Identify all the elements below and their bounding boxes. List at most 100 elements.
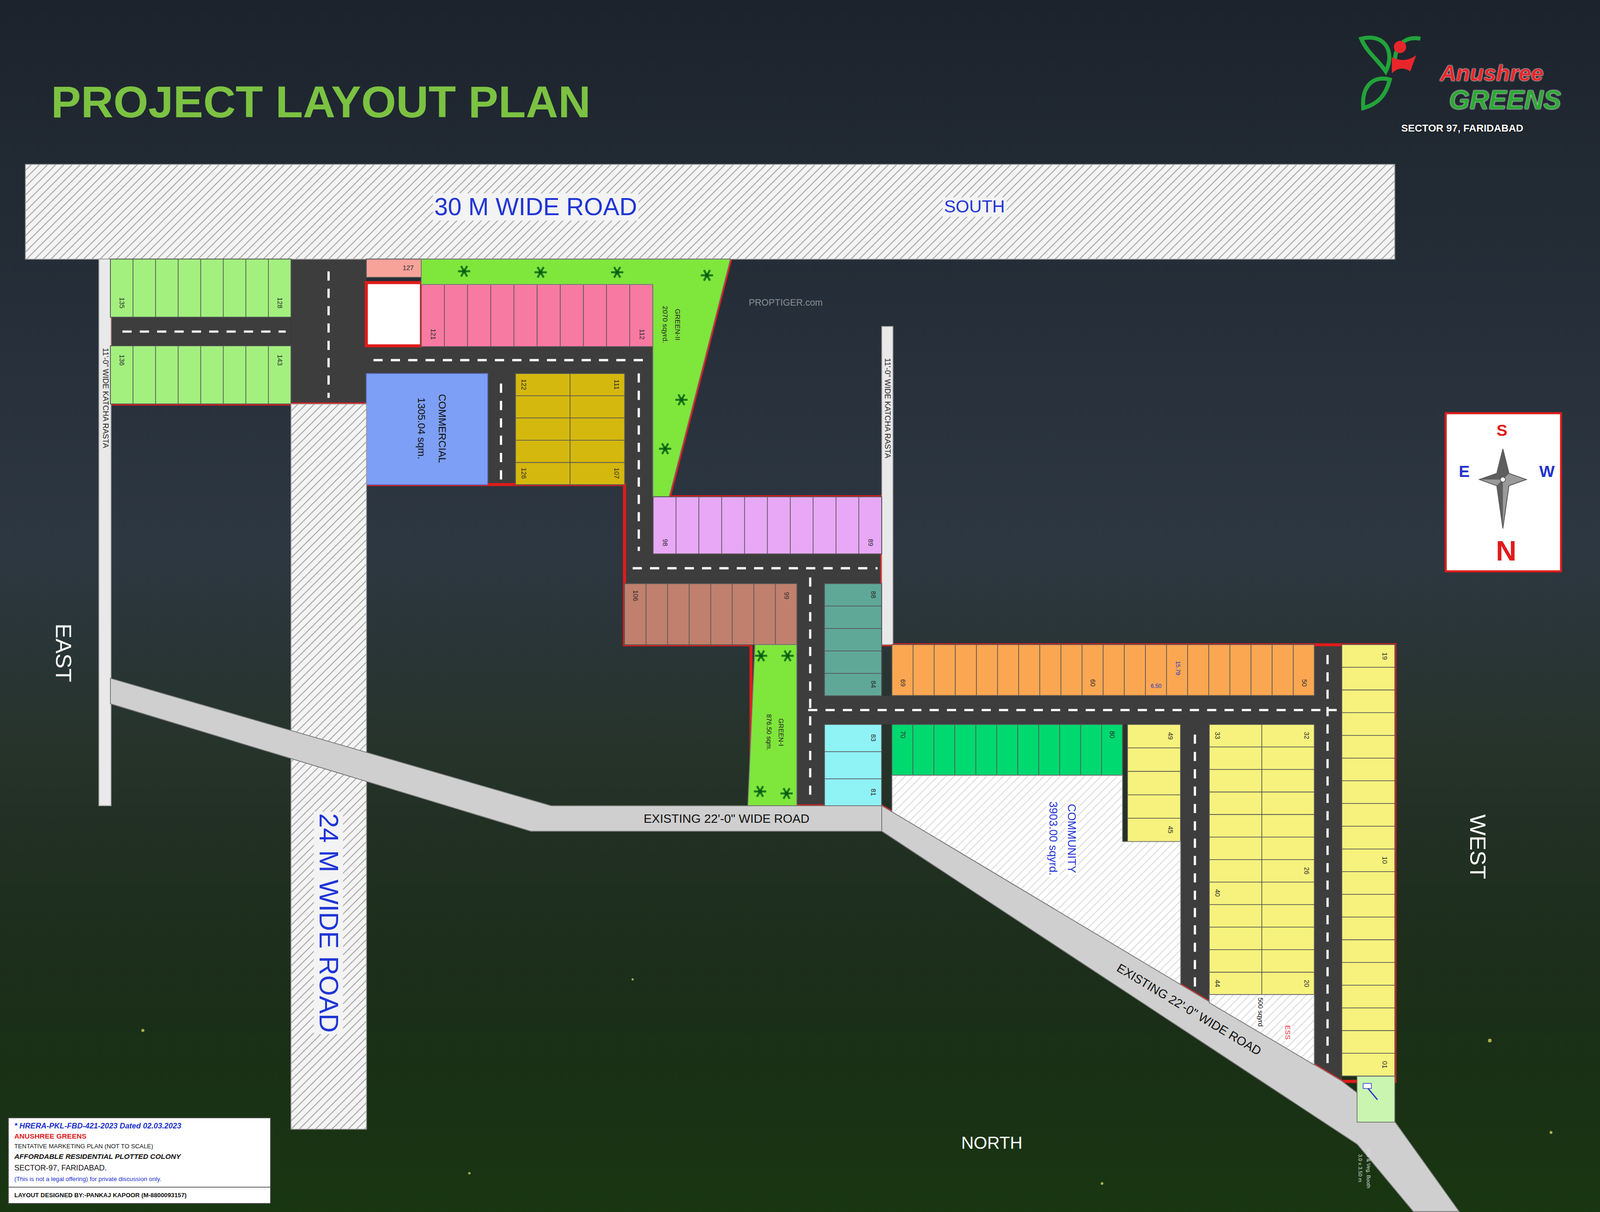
plot-number: 70 — [898, 731, 907, 739]
plot-block: 191001 — [1341, 644, 1395, 1077]
tree-symbol — [784, 792, 789, 796]
shape-outline — [1357, 1076, 1395, 1123]
area-label: 2070 sqyrd. — [661, 305, 670, 344]
plot-divider — [1341, 757, 1395, 759]
shape-outline — [1341, 644, 1395, 1077]
plot-divider — [606, 284, 608, 347]
plot-divider — [753, 583, 755, 646]
plot-divider — [954, 644, 956, 696]
separator-line — [8, 1187, 271, 1188]
plot-divider — [1292, 644, 1294, 696]
node-shape — [515, 373, 625, 485]
plot-divider — [200, 259, 201, 318]
node-shape — [366, 373, 488, 485]
shape-outline — [110, 259, 291, 318]
plot-divider — [933, 644, 935, 696]
plot-divider — [1341, 962, 1395, 964]
plot-divider — [824, 778, 882, 780]
plot-divider — [1341, 712, 1395, 714]
road-label: 11'-0" WIDE KATCHA RASTA — [883, 357, 892, 459]
plot-divider — [1127, 770, 1181, 772]
plot-divider — [1341, 1030, 1395, 1032]
plot-divider — [824, 672, 882, 674]
plot-divider — [569, 373, 571, 485]
plot-divider — [1341, 848, 1395, 850]
plot-divider — [1341, 1007, 1395, 1009]
plot-number: 44 — [1213, 980, 1221, 988]
plot-number: 107 — [612, 467, 620, 479]
plot-divider — [824, 628, 882, 630]
booth-box: Milk & Veg. Booth3.0 x 3.50 m — [1357, 1076, 1395, 1123]
plot-divider — [467, 284, 469, 347]
plot-number: 80 — [1108, 731, 1116, 739]
plot-divider — [1127, 794, 1181, 796]
plot-block: 10699 — [624, 583, 797, 646]
compass-letter: W — [1539, 462, 1555, 481]
area-label: GREEN-II — [673, 308, 682, 341]
plot-divider — [1341, 781, 1395, 782]
plot-divider — [812, 496, 814, 555]
shape-outline — [25, 164, 1395, 260]
plot-number: 88 — [869, 591, 877, 599]
plot-divider — [1059, 724, 1061, 776]
node-shape — [110, 345, 291, 405]
plot-divider — [732, 583, 734, 646]
plot-divider — [629, 284, 631, 347]
plot-divider — [155, 345, 157, 405]
tree-symbol — [786, 654, 790, 659]
plot-number: 106 — [631, 590, 639, 602]
logo-text: Anushree — [1440, 60, 1544, 86]
shape-outline — [824, 724, 882, 807]
plot-divider — [1209, 971, 1315, 973]
plot-divider — [1209, 836, 1315, 838]
shape-outline — [653, 496, 882, 555]
plot-divider — [1166, 644, 1168, 696]
plot-number: 60 — [1088, 679, 1097, 687]
plot-divider — [1209, 769, 1315, 770]
community-area: COMMUNITY3903.00 sqyrd. — [891, 775, 1181, 986]
shape-outline — [515, 373, 625, 485]
plot-block: 8884 — [824, 583, 882, 697]
plot-divider — [824, 605, 882, 607]
plot-number: 122 — [519, 379, 528, 391]
plot-divider — [858, 496, 860, 555]
plot-divider — [997, 644, 999, 696]
plot-divider — [710, 583, 712, 646]
plot-divider — [515, 439, 625, 441]
compass-box: SWEN — [1445, 413, 1562, 572]
plot-number: 26 — [1302, 867, 1310, 875]
compass-letter: S — [1496, 421, 1508, 440]
plot-block: 69605015.796.50 — [891, 644, 1315, 696]
plot-divider — [1209, 746, 1315, 748]
plot-divider — [721, 496, 723, 555]
plot-divider — [1341, 985, 1395, 987]
plot-block: 127 — [366, 259, 422, 278]
plot-divider — [1341, 826, 1395, 828]
plot-divider — [1209, 859, 1315, 861]
page-title: PROJECT LAYOUT PLAN — [50, 77, 591, 127]
area-label: 1305.04 sqm. — [415, 397, 427, 460]
node-shape — [891, 775, 1181, 986]
plot-number: 19 — [1380, 652, 1388, 661]
direction-label: WEST — [1465, 814, 1490, 879]
plot-divider — [222, 345, 224, 405]
plot-divider — [513, 284, 515, 347]
plot-divider — [245, 259, 247, 318]
road-label: EXISTING 22'-0" WIDE ROAD — [643, 812, 810, 826]
shape-outline — [366, 373, 488, 485]
plot-block: 136143 — [110, 345, 291, 405]
info-text: (This is not a legal offering) for priva… — [14, 1176, 162, 1184]
watermark: PROPTIGER.com — [748, 297, 823, 309]
node-shape — [421, 284, 653, 347]
plot-divider — [835, 496, 837, 555]
direction-label: EAST — [50, 623, 76, 683]
node-shape — [747, 644, 797, 807]
plot-divider — [933, 724, 935, 776]
plot-number: 112 — [637, 329, 646, 340]
plot-divider — [1271, 644, 1273, 696]
plot-divider — [744, 496, 746, 555]
info-text: SECTOR-97, FARIDABAD. — [14, 1163, 107, 1173]
shape-outline — [881, 806, 1460, 1212]
plot-number: 81 — [869, 788, 877, 797]
plot-block: 121112 — [421, 284, 653, 347]
